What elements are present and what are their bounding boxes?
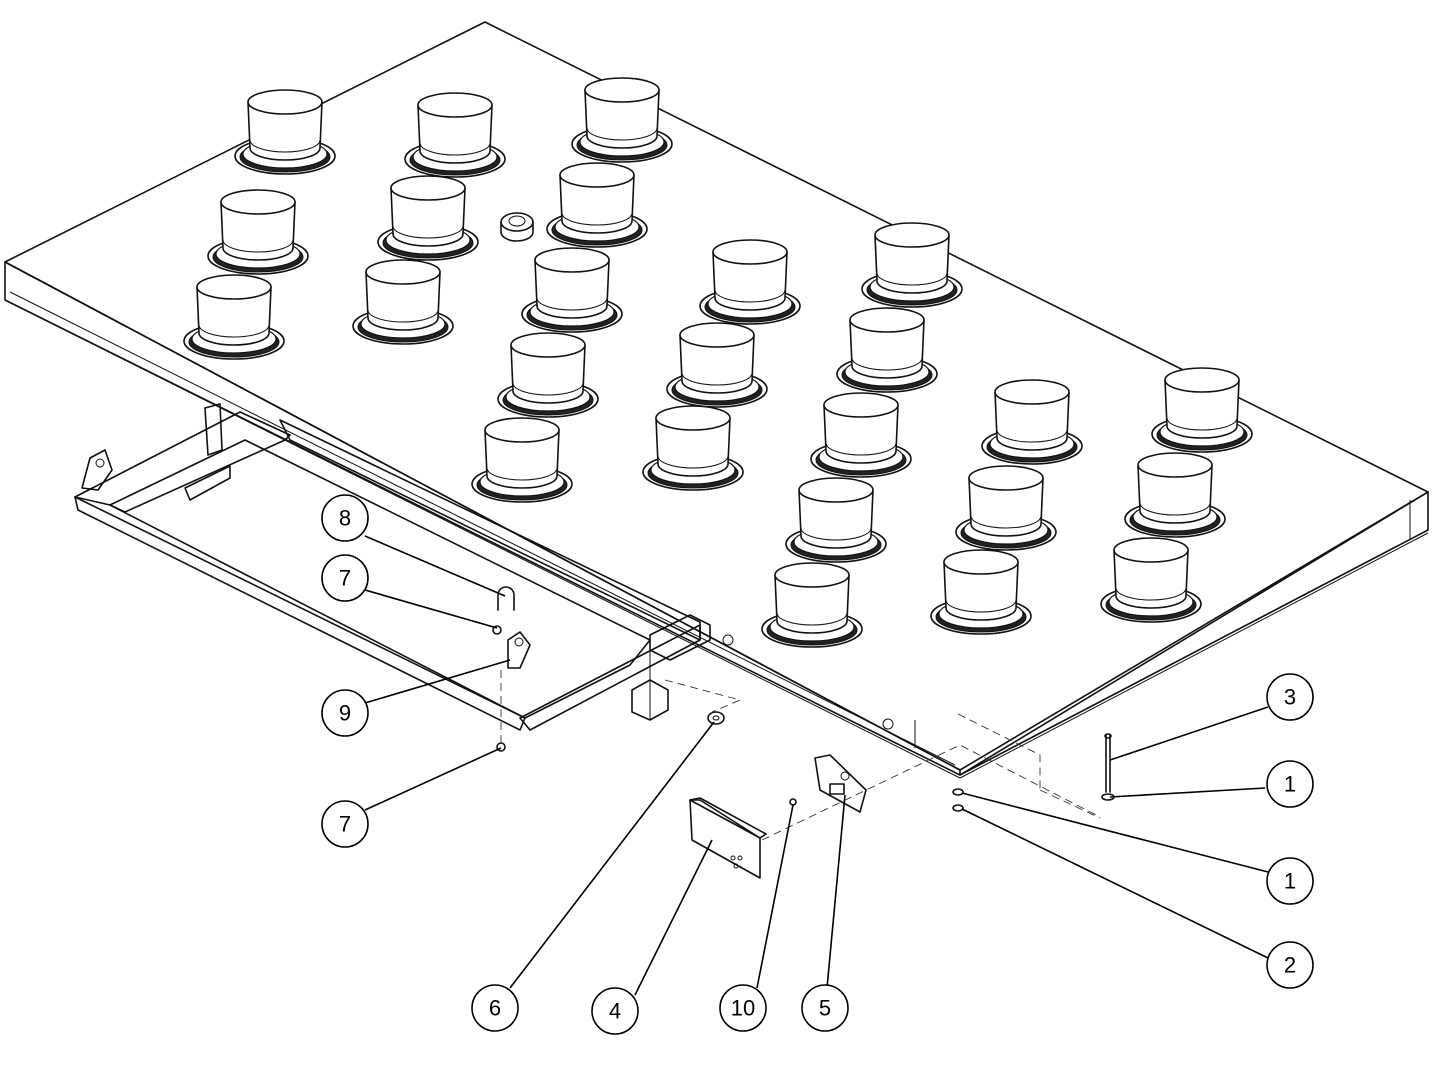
callout-6: 6: [471, 984, 519, 1032]
hardware: [492, 586, 1115, 812]
beacon-light: [1151, 367, 1253, 453]
beacon-light: [546, 162, 648, 248]
beacon-light: [404, 92, 506, 178]
beacon-light: [521, 247, 623, 333]
callout-2-label: 2: [1284, 953, 1296, 978]
beacon-light: [981, 379, 1083, 465]
callout-1-lower: 1: [1266, 857, 1314, 905]
beacon-light: [836, 307, 938, 393]
callout-1-lower-label: 1: [1284, 869, 1296, 894]
beacon-light: [642, 405, 744, 491]
panel: [4, 21, 1429, 779]
callout-8-label: 8: [339, 506, 351, 531]
callout-5: 5: [801, 984, 849, 1032]
callout-6-label: 6: [489, 996, 501, 1021]
callout-7-upper: 7: [321, 554, 369, 602]
callout-10: 10: [719, 984, 767, 1032]
beacon-light: [207, 189, 309, 275]
callout-9-label: 9: [339, 701, 351, 726]
callout-7-lower: 7: [321, 800, 369, 848]
vent-cap: [500, 212, 534, 242]
beacon-light: [666, 322, 768, 408]
callout-4-label: 4: [609, 999, 621, 1024]
beacon-light: [352, 259, 454, 345]
callout-8: 8: [321, 494, 369, 542]
beacon-lights: [183, 77, 1253, 648]
callout-4: 4: [591, 987, 639, 1035]
callout-2: 2: [1266, 941, 1314, 989]
assembly-dash-lines: [500, 670, 1101, 841]
beacon-light: [699, 239, 801, 325]
beacon-light: [234, 89, 336, 175]
beacon-light: [471, 417, 573, 503]
callout-1-upper: 1: [1266, 760, 1314, 808]
beacon-light: [497, 332, 599, 418]
beacon-light: [930, 549, 1032, 635]
beacon-light: [955, 465, 1057, 551]
beacon-light: [571, 77, 673, 163]
callout-3: 3: [1266, 673, 1314, 721]
callout-1-upper-label: 1: [1284, 772, 1296, 797]
beacon-light: [377, 175, 479, 261]
beacon-light: [785, 477, 887, 563]
callout-7-lower-label: 7: [339, 812, 351, 837]
beacon-light: [1124, 452, 1226, 538]
callout-7-upper-label: 7: [339, 566, 351, 591]
beacon-light: [183, 274, 285, 360]
beacon-light: [1100, 537, 1202, 623]
tow-frame: [74, 403, 894, 731]
beacon-light: [761, 562, 863, 648]
callout-10-label: 10: [731, 996, 755, 1021]
callout-3-label: 3: [1284, 685, 1296, 710]
callout-9: 9: [321, 689, 369, 737]
leader-lines: [364, 535, 1269, 996]
beacon-light: [810, 392, 912, 478]
beacon-light: [861, 222, 963, 308]
callout-5-label: 5: [819, 996, 831, 1021]
